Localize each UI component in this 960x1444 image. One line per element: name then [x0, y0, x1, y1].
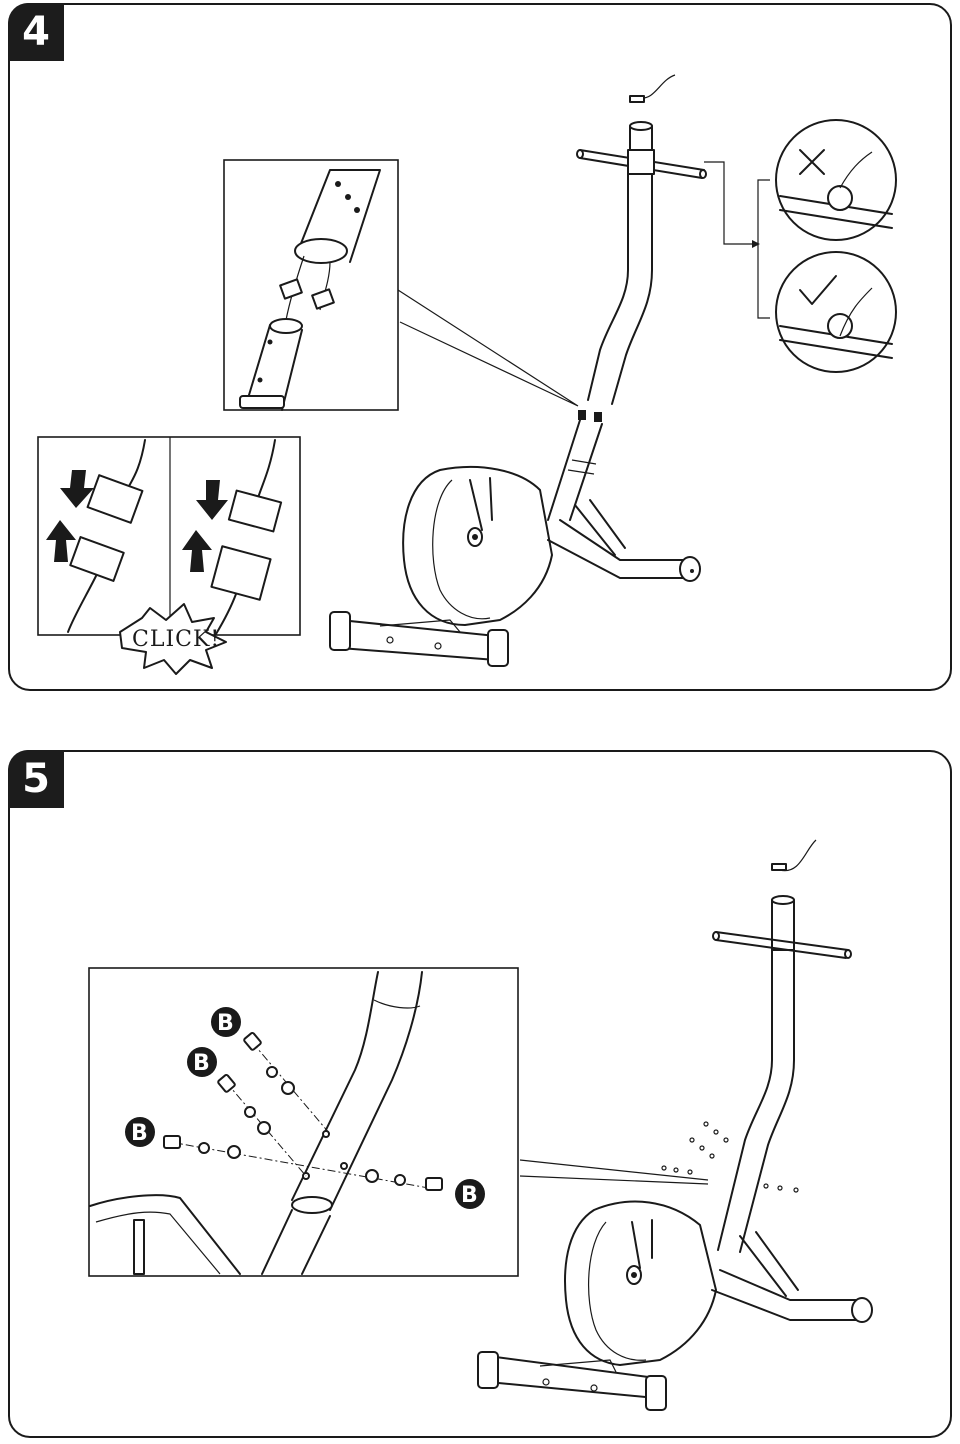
arrow-down-icon [60, 470, 94, 508]
step-4-bike-frame [329, 74, 707, 667]
bolt-b-label-2: B [187, 1047, 217, 1077]
cross-icon [799, 149, 825, 175]
click-label: CLICK! [132, 627, 220, 652]
step-4-cable-routing-check [704, 119, 897, 373]
step-4-connector-detail [223, 159, 399, 411]
step-4-badge: 4 [8, 3, 64, 61]
bolt-b-label-4: B [455, 1179, 485, 1209]
bolt-b-label-1: B [211, 1007, 241, 1037]
step-4-connector-click-detail: CLICK! [37, 436, 301, 675]
check-icon [799, 275, 837, 305]
step-5-badge: 5 [8, 750, 64, 808]
svg-text:B: B [217, 1011, 234, 1036]
svg-text:B: B [193, 1051, 210, 1076]
bolt-b-label-3: B [125, 1117, 155, 1147]
step-5-bike-frame [477, 839, 873, 1411]
arrow-up-icon [46, 520, 76, 562]
svg-text:B: B [131, 1121, 148, 1146]
step-5-bolt-detail: B B B B [88, 967, 519, 1277]
svg-text:B: B [461, 1183, 478, 1208]
